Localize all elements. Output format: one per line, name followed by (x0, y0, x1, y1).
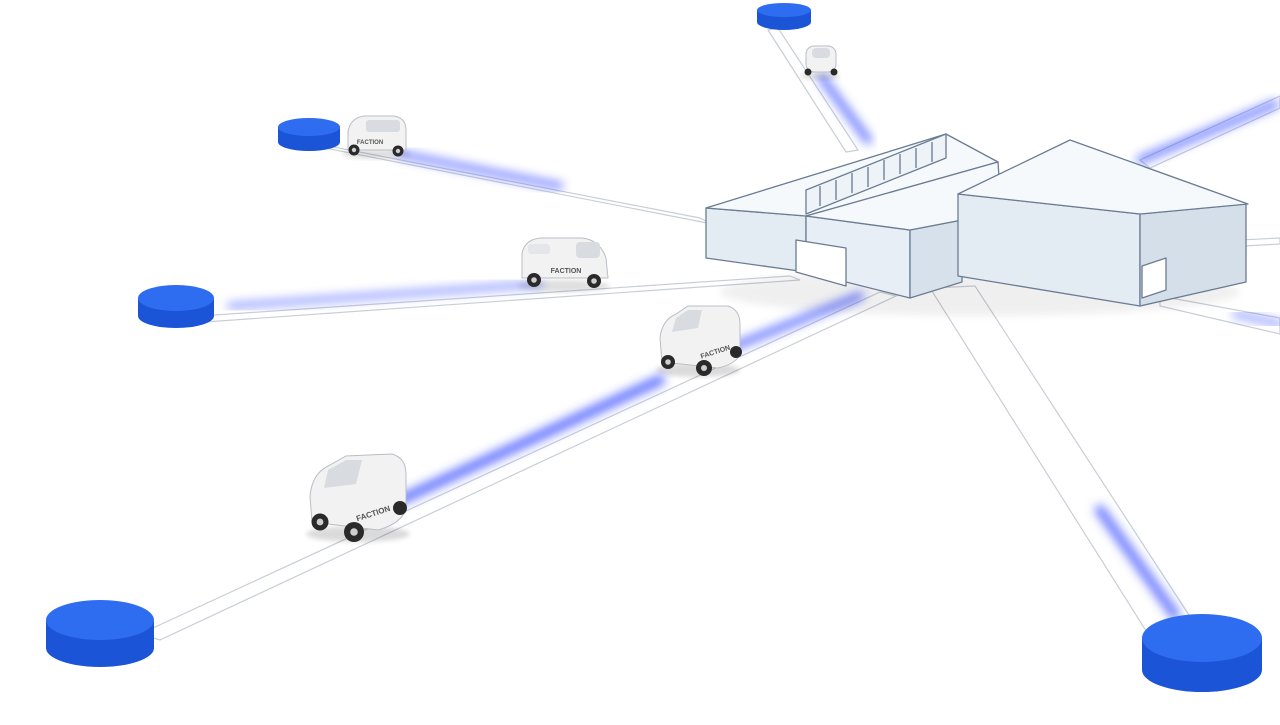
route-glow-middle-left (227, 281, 543, 309)
route-glow-top-right (1136, 100, 1279, 164)
pad-bottom-right (1142, 614, 1262, 692)
warehouse-hub (705, 133, 1249, 316)
warehouse-right-roof (957, 139, 1249, 215)
vehicle-upper-left-branding: FACTION (357, 140, 383, 146)
vehicle-top (800, 45, 840, 80)
warehouse-windows (819, 142, 933, 206)
vehicle-middle-left: FACTION (518, 237, 610, 292)
vehicle-lower-left: FACTION (306, 453, 410, 542)
pad-lower-left (46, 600, 154, 667)
pad-upper-left (278, 118, 340, 151)
vehicle-upper-left: FACTION (342, 115, 410, 159)
pad-middle-left (138, 285, 214, 328)
route-glows (227, 74, 1280, 620)
destination-pads (46, 3, 1262, 692)
route-glow-bottom-right (1095, 505, 1180, 620)
route-glow-lower-right (1232, 311, 1280, 327)
route-glow-upper-left (396, 150, 564, 190)
warehouse-dock-right (1141, 257, 1167, 299)
vehicle-center: FACTION (656, 305, 742, 377)
vehicle-middle-left-branding: FACTION (551, 268, 582, 275)
warehouse-window-strip (805, 133, 947, 215)
warehouse-dock-left (795, 239, 847, 287)
pad-top (757, 3, 811, 30)
route-glow-lower-left (395, 375, 665, 505)
route-glow-top (818, 74, 872, 144)
